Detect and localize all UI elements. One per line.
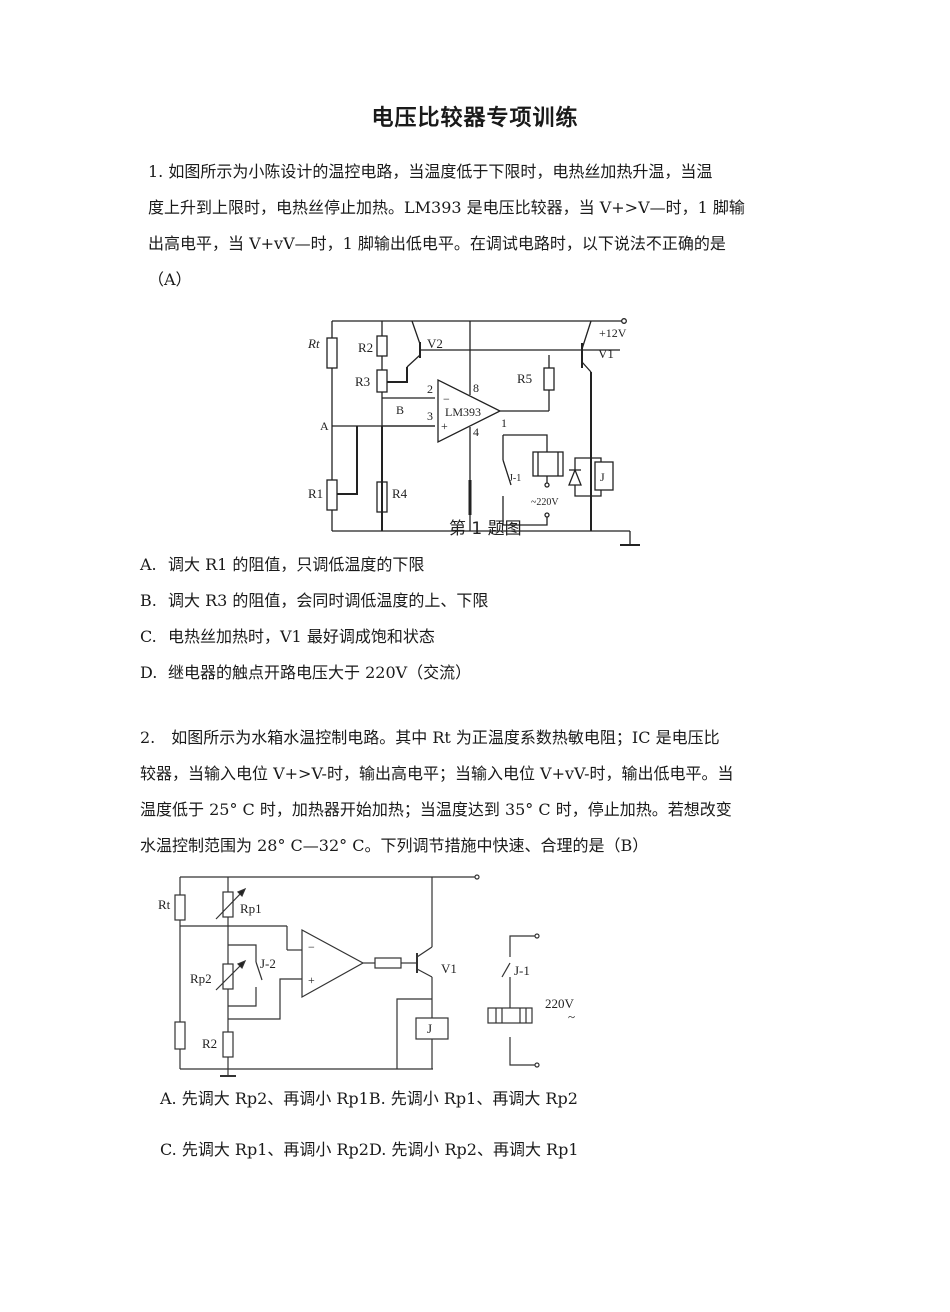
question-2-options-row-2: C. 先调大 Rp1、再调小 Rp2D. 先调小 Rp2、再调大 Rp1 xyxy=(160,1140,579,1159)
svg-text:3: 3 xyxy=(427,409,433,423)
svg-text:B: B xyxy=(396,403,404,417)
option-b: B.调大 R3 的阻值，会同时调低温度的上、下限 xyxy=(140,591,489,610)
svg-text:−: − xyxy=(308,940,315,954)
svg-text:J-1: J-1 xyxy=(509,473,521,484)
question-1-line: 1. 如图所示为小陈设计的温控电路，当温度低于下限时，电热丝加热升温，当温 xyxy=(148,162,713,181)
svg-text:+12V: +12V xyxy=(599,326,627,340)
svg-text:2: 2 xyxy=(427,382,433,396)
question-2-circuit-diagram: Rt Rp1 Rp2 J-2 R2 − + V1 J J-1 220V ~ xyxy=(158,874,575,1077)
svg-text:V1: V1 xyxy=(598,346,614,361)
question-2-line: 温度低于 25° C 时，加热器开始加热；当温度达到 35° C 时，停止加热。… xyxy=(140,800,732,819)
page-title: 电压比较器专项训练 xyxy=(371,106,579,131)
svg-text:V2: V2 xyxy=(427,336,443,351)
option-a: A.调大 R1 的阻值，只调低温度的下限 xyxy=(140,555,425,574)
question-2-stem: 2. 如图所示为水箱水温控制电路。其中 Rt 为正温度系数热敏电阻；IC 是电压… xyxy=(140,720,820,864)
option-c: C.电热丝加热时，V1 最好调成饱和状态 xyxy=(140,627,435,646)
figure-1-caption: 第 1 题图 xyxy=(449,519,522,539)
svg-text:4: 4 xyxy=(473,425,479,439)
svg-text:R4: R4 xyxy=(392,486,408,501)
svg-text:~: ~ xyxy=(568,1009,575,1024)
svg-text:220V: 220V xyxy=(545,996,575,1011)
svg-text:~220V: ~220V xyxy=(531,497,559,508)
question-1-circuit-diagram: Rt R2 R3 V2 +12V V1 R5 B A R1 R4 2 3 8 4… xyxy=(307,318,640,546)
svg-text:Rp1: Rp1 xyxy=(240,901,262,916)
svg-text:V1: V1 xyxy=(441,961,457,976)
question-1-options: A.调大 R1 的阻值，只调低温度的下限 B.调大 R3 的阻值，会同时调低温度… xyxy=(140,547,488,691)
svg-text:Rt: Rt xyxy=(158,897,171,912)
svg-text:J: J xyxy=(600,470,605,484)
question-1-line: 度上升到上限时，电热丝停止加热。LM393 是电压比较器，当 V+>V—时，1 … xyxy=(148,198,745,217)
question-1-line: （A） xyxy=(148,270,192,289)
label-rt: Rt xyxy=(307,336,320,351)
question-1-stem: 1. 如图所示为小陈设计的温控电路，当温度低于下限时，电热丝加热升温，当温 度上… xyxy=(148,154,818,298)
svg-text:Rp2: Rp2 xyxy=(190,971,212,986)
svg-text:R2: R2 xyxy=(358,340,373,355)
svg-text:R5: R5 xyxy=(517,371,532,386)
svg-text:−: − xyxy=(443,392,450,406)
svg-text:J: J xyxy=(427,1021,432,1036)
svg-text:8: 8 xyxy=(473,381,479,395)
svg-text:+: + xyxy=(308,973,315,987)
svg-text:1: 1 xyxy=(501,416,507,430)
svg-text:+: + xyxy=(441,419,448,433)
svg-text:R1: R1 xyxy=(308,486,323,501)
question-2-line: 2. 如图所示为水箱水温控制电路。其中 Rt 为正温度系数热敏电阻；IC 是电压… xyxy=(140,728,720,747)
svg-text:J-2: J-2 xyxy=(260,956,276,971)
question-2-options-row-1: A. 先调大 Rp2、再调小 Rp1B. 先调小 Rp1、再调大 Rp2 xyxy=(160,1089,578,1108)
question-2-line: 水温控制范围为 28° C—32° C。下列调节措施中快速、合理的是（B） xyxy=(140,836,649,855)
svg-text:R2: R2 xyxy=(202,1036,217,1051)
svg-text:R3: R3 xyxy=(355,374,370,389)
question-1-line: 出高电平，当 V+vV—时，1 脚输出低电平。在调试电路时，以下说法不正确的是 xyxy=(148,234,726,253)
option-d: D.继电器的触点开路电压大于 220V（交流） xyxy=(140,663,472,682)
svg-text:A: A xyxy=(320,419,329,433)
question-2-line: 较器，当输入电位 V+>V-时，输出高电平；当输入电位 V+vV-时，输出低电平… xyxy=(140,764,734,783)
svg-text:LM393: LM393 xyxy=(445,405,481,419)
svg-text:J-1: J-1 xyxy=(514,963,530,978)
